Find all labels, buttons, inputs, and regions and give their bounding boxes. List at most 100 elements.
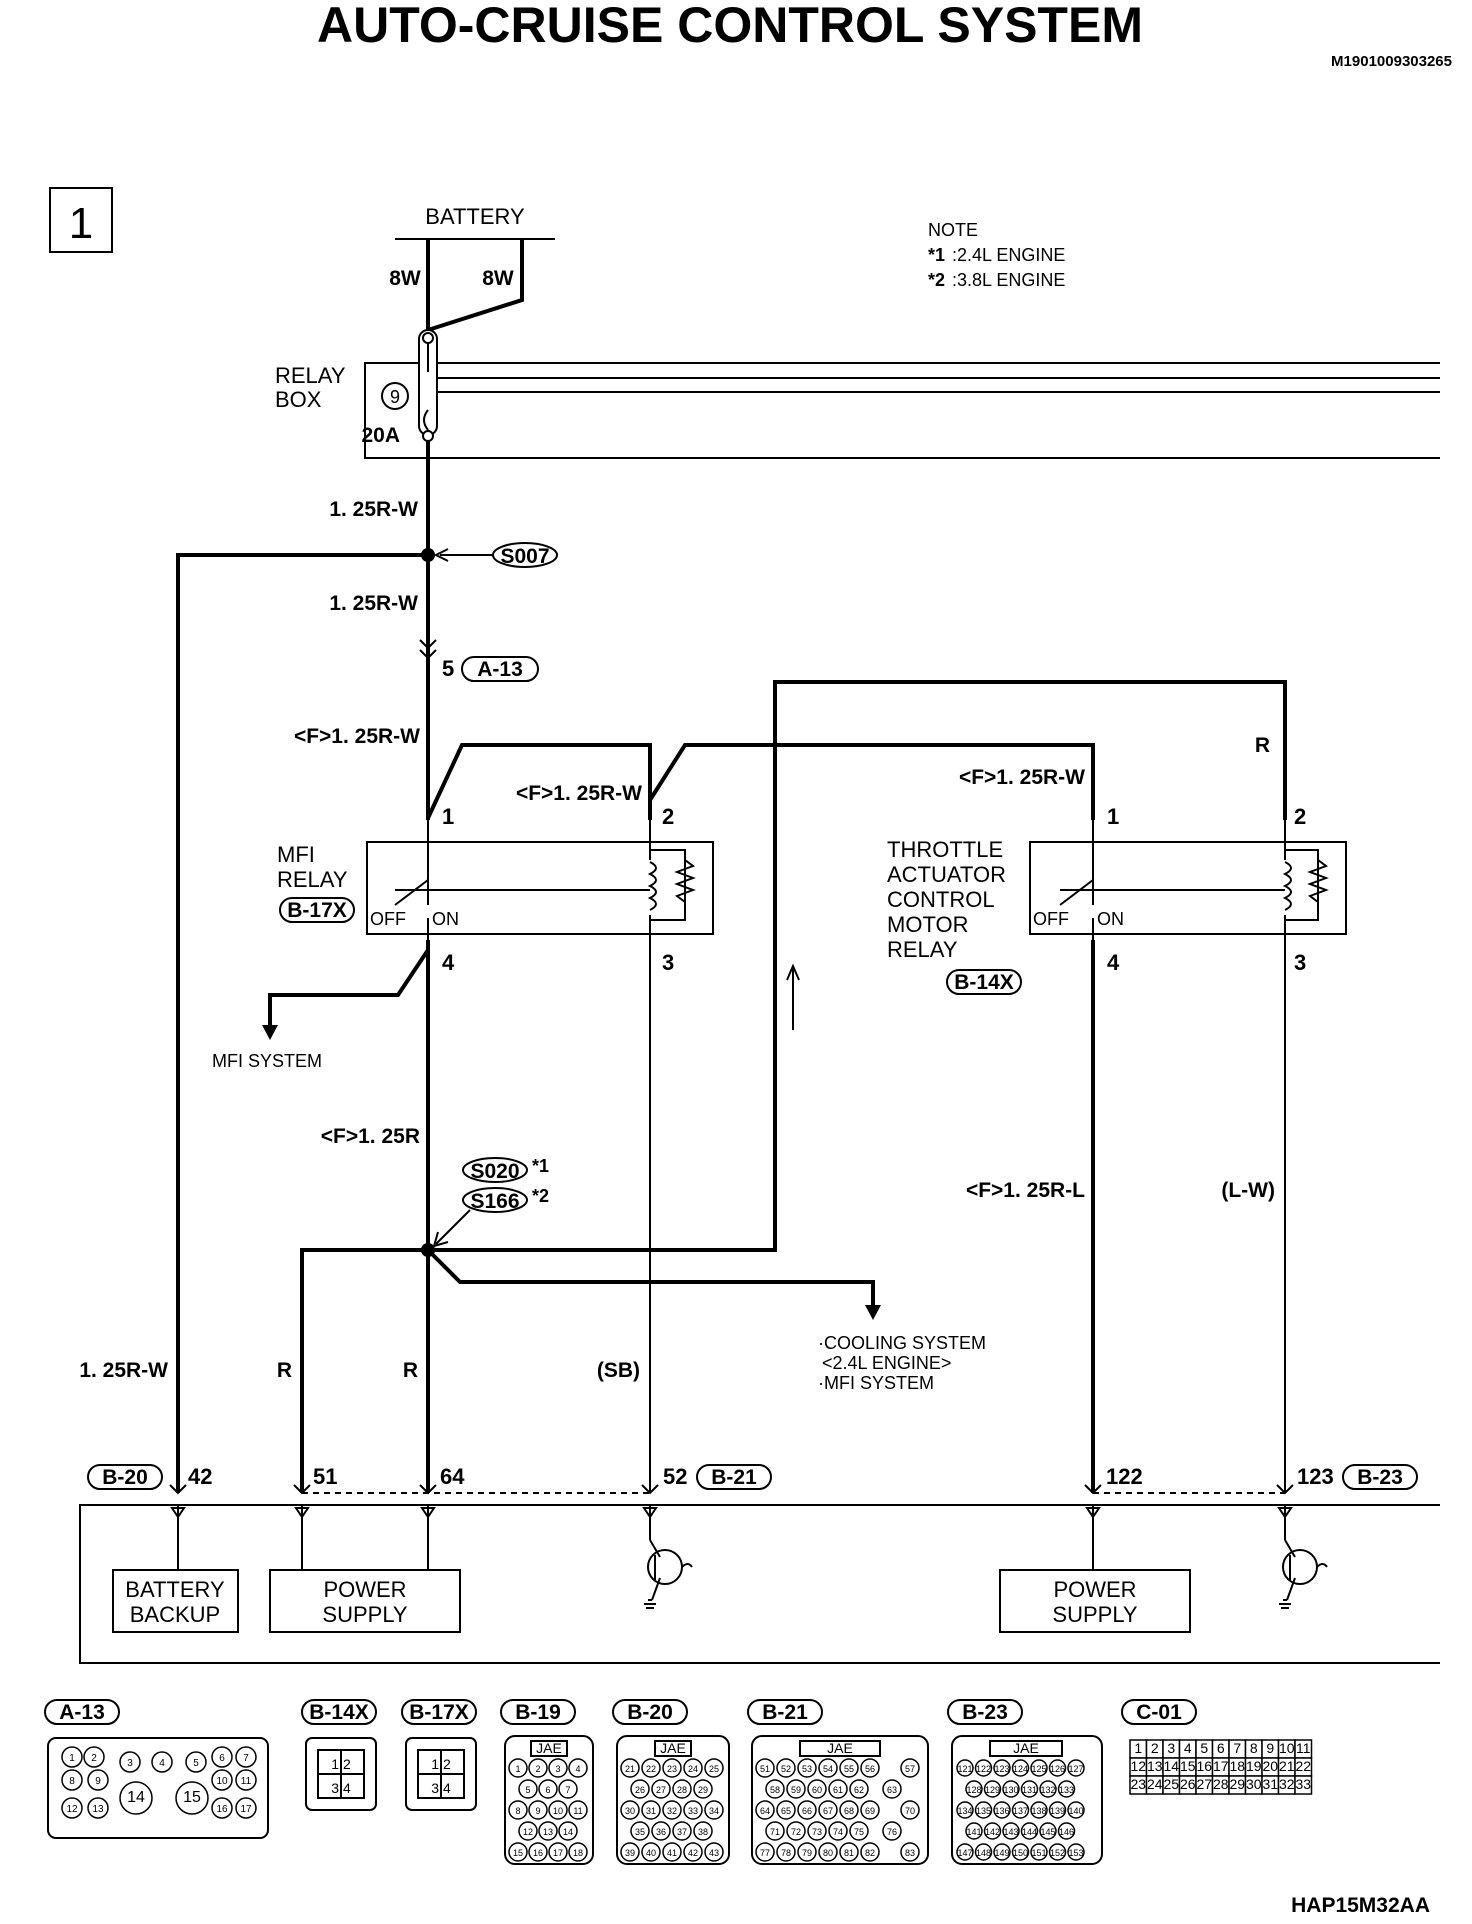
connector-pin — [119, 1781, 153, 1815]
note-text-2: :3.8L ENGINE — [952, 270, 1065, 290]
connector-pin-number: 8 — [69, 1776, 75, 1787]
connector-pin-number: 57 — [905, 1764, 915, 1774]
connector-pin-number: 78 — [781, 1848, 791, 1858]
cv-a13-label: A-13 — [59, 1701, 105, 1724]
connector-pin-number: 62 — [854, 1785, 864, 1795]
connector-pin — [993, 1843, 1011, 1861]
connector-pin — [818, 1758, 838, 1778]
fuse-rating: 20A — [361, 424, 400, 447]
fuse-terminal-bottom — [422, 430, 434, 442]
connector-pin-number: 81 — [844, 1848, 854, 1858]
tac-pin-3: 3 — [1294, 950, 1306, 975]
connector-pin — [662, 1758, 682, 1778]
note-mark-2: *2 — [928, 270, 945, 290]
connector-pin — [630, 1779, 650, 1799]
fuse-number-circle — [381, 382, 409, 410]
connector-pin — [765, 1779, 785, 1799]
battery-wire-left: 8W — [389, 267, 421, 290]
connector-pin-number: 5 — [193, 1758, 199, 1769]
connector-pin-number: 148 — [976, 1848, 991, 1858]
cv-b19-jae: JAE — [536, 1740, 562, 1756]
connector-pin-number: 145 — [1040, 1827, 1055, 1837]
connector-pin-number: 144 — [1022, 1827, 1037, 1837]
mfi-relay-label-1: MFI — [277, 842, 315, 867]
wire-label-6: R — [1255, 734, 1270, 757]
connector-pin — [1011, 1801, 1030, 1819]
connector-pin-number: 21 — [1279, 1758, 1295, 1774]
connector-pin — [235, 1746, 257, 1768]
connector-pin-number: 75 — [854, 1827, 864, 1837]
connector-pin — [983, 1780, 1002, 1798]
connector-pin-number: 41 — [667, 1848, 677, 1858]
connector-pin-number: 17 — [240, 1804, 252, 1815]
connector-pin-number: 24 — [1147, 1776, 1163, 1792]
connector-pin-number: 58 — [770, 1785, 780, 1795]
connector-pin-number: 40 — [646, 1848, 656, 1858]
connector-pin — [235, 1797, 257, 1819]
connector-pin — [704, 1800, 724, 1820]
connector-pin-number: 122 — [976, 1764, 991, 1774]
connector-pin-number: 132 — [1040, 1785, 1055, 1795]
connector-pin-number: 6 — [545, 1785, 550, 1795]
connector-pin — [693, 1779, 713, 1799]
cooling-destination-1: ·COOLING SYSTEM — [818, 1333, 986, 1353]
connector-pin-number: 13 — [543, 1827, 553, 1837]
connector-pin — [839, 1800, 859, 1820]
relay-box-outline — [364, 362, 1440, 459]
mfi-relay-box — [366, 841, 714, 935]
connector-pin — [974, 1801, 993, 1819]
connector-pin-number: 142 — [985, 1827, 1000, 1837]
cv-b23-label: B-23 — [962, 1701, 1008, 1724]
connector-pin-number: 134 — [957, 1806, 972, 1816]
mfi-system-arrow — [262, 1025, 278, 1040]
connector-pin-number: 24 — [688, 1764, 698, 1774]
connector-pin — [1067, 1801, 1085, 1819]
ecu-pin-52: 52 — [663, 1464, 687, 1489]
connector-pin-number: 76 — [887, 1827, 897, 1837]
connector-pin — [651, 1779, 671, 1799]
connector-pin — [508, 1758, 528, 1778]
splice-s020: S020 — [470, 1160, 519, 1183]
wire-label-12: R — [403, 1359, 418, 1382]
ecu-b20: B-20 — [102, 1466, 148, 1489]
cv-b21-jae-box — [799, 1740, 881, 1757]
connector-pin-number: 21 — [625, 1764, 635, 1774]
feed-to-b20 — [176, 553, 428, 1493]
cv-b17x-lines — [418, 1750, 464, 1798]
connector-pin — [235, 1769, 257, 1791]
mfi-pin-3: 3 — [662, 950, 674, 975]
connector-pin-number: 10 — [216, 1776, 228, 1787]
note-text-1: :2.4L ENGINE — [952, 245, 1065, 265]
connector-pin-number: 29 — [1229, 1776, 1245, 1792]
connector-pin — [828, 1779, 848, 1799]
connector-pin — [974, 1759, 993, 1777]
battery-wires — [426, 239, 524, 332]
connector-pin-number: 128 — [966, 1785, 981, 1795]
connector-pin-number: 35 — [635, 1827, 645, 1837]
connector-pin-number: 43 — [709, 1848, 719, 1858]
connector-pin-number: 127 — [1068, 1764, 1083, 1774]
connector-pin-number: 5 — [1200, 1740, 1208, 1756]
connector-pin — [620, 1758, 640, 1778]
connector-pin — [1020, 1822, 1039, 1840]
connector-pin-number: 36 — [656, 1827, 666, 1837]
connector-pin — [1039, 1822, 1057, 1840]
fuse-element — [423, 343, 429, 431]
connector-pin-number: 10 — [1279, 1740, 1295, 1756]
connector-pin-number: 139 — [1050, 1806, 1065, 1816]
cv-b17x-pins: 1 2 — [431, 1756, 451, 1772]
connector-pin — [1002, 1822, 1020, 1840]
connector-pin — [1067, 1759, 1085, 1777]
connector-pin-number: 32 — [667, 1806, 677, 1816]
connector-pin — [956, 1801, 974, 1819]
tac-relay-connector-badge — [946, 969, 1022, 995]
connector-pin-number: 72 — [791, 1827, 801, 1837]
connector-pin-number: 16 — [1196, 1758, 1212, 1774]
connector-pin — [755, 1842, 775, 1862]
connector-pin — [620, 1800, 640, 1820]
mfi-relay-on: ON — [432, 909, 459, 929]
connector-pin-number: 3 — [555, 1764, 560, 1774]
wire-label-10: 1. 25R-W — [79, 1359, 168, 1382]
